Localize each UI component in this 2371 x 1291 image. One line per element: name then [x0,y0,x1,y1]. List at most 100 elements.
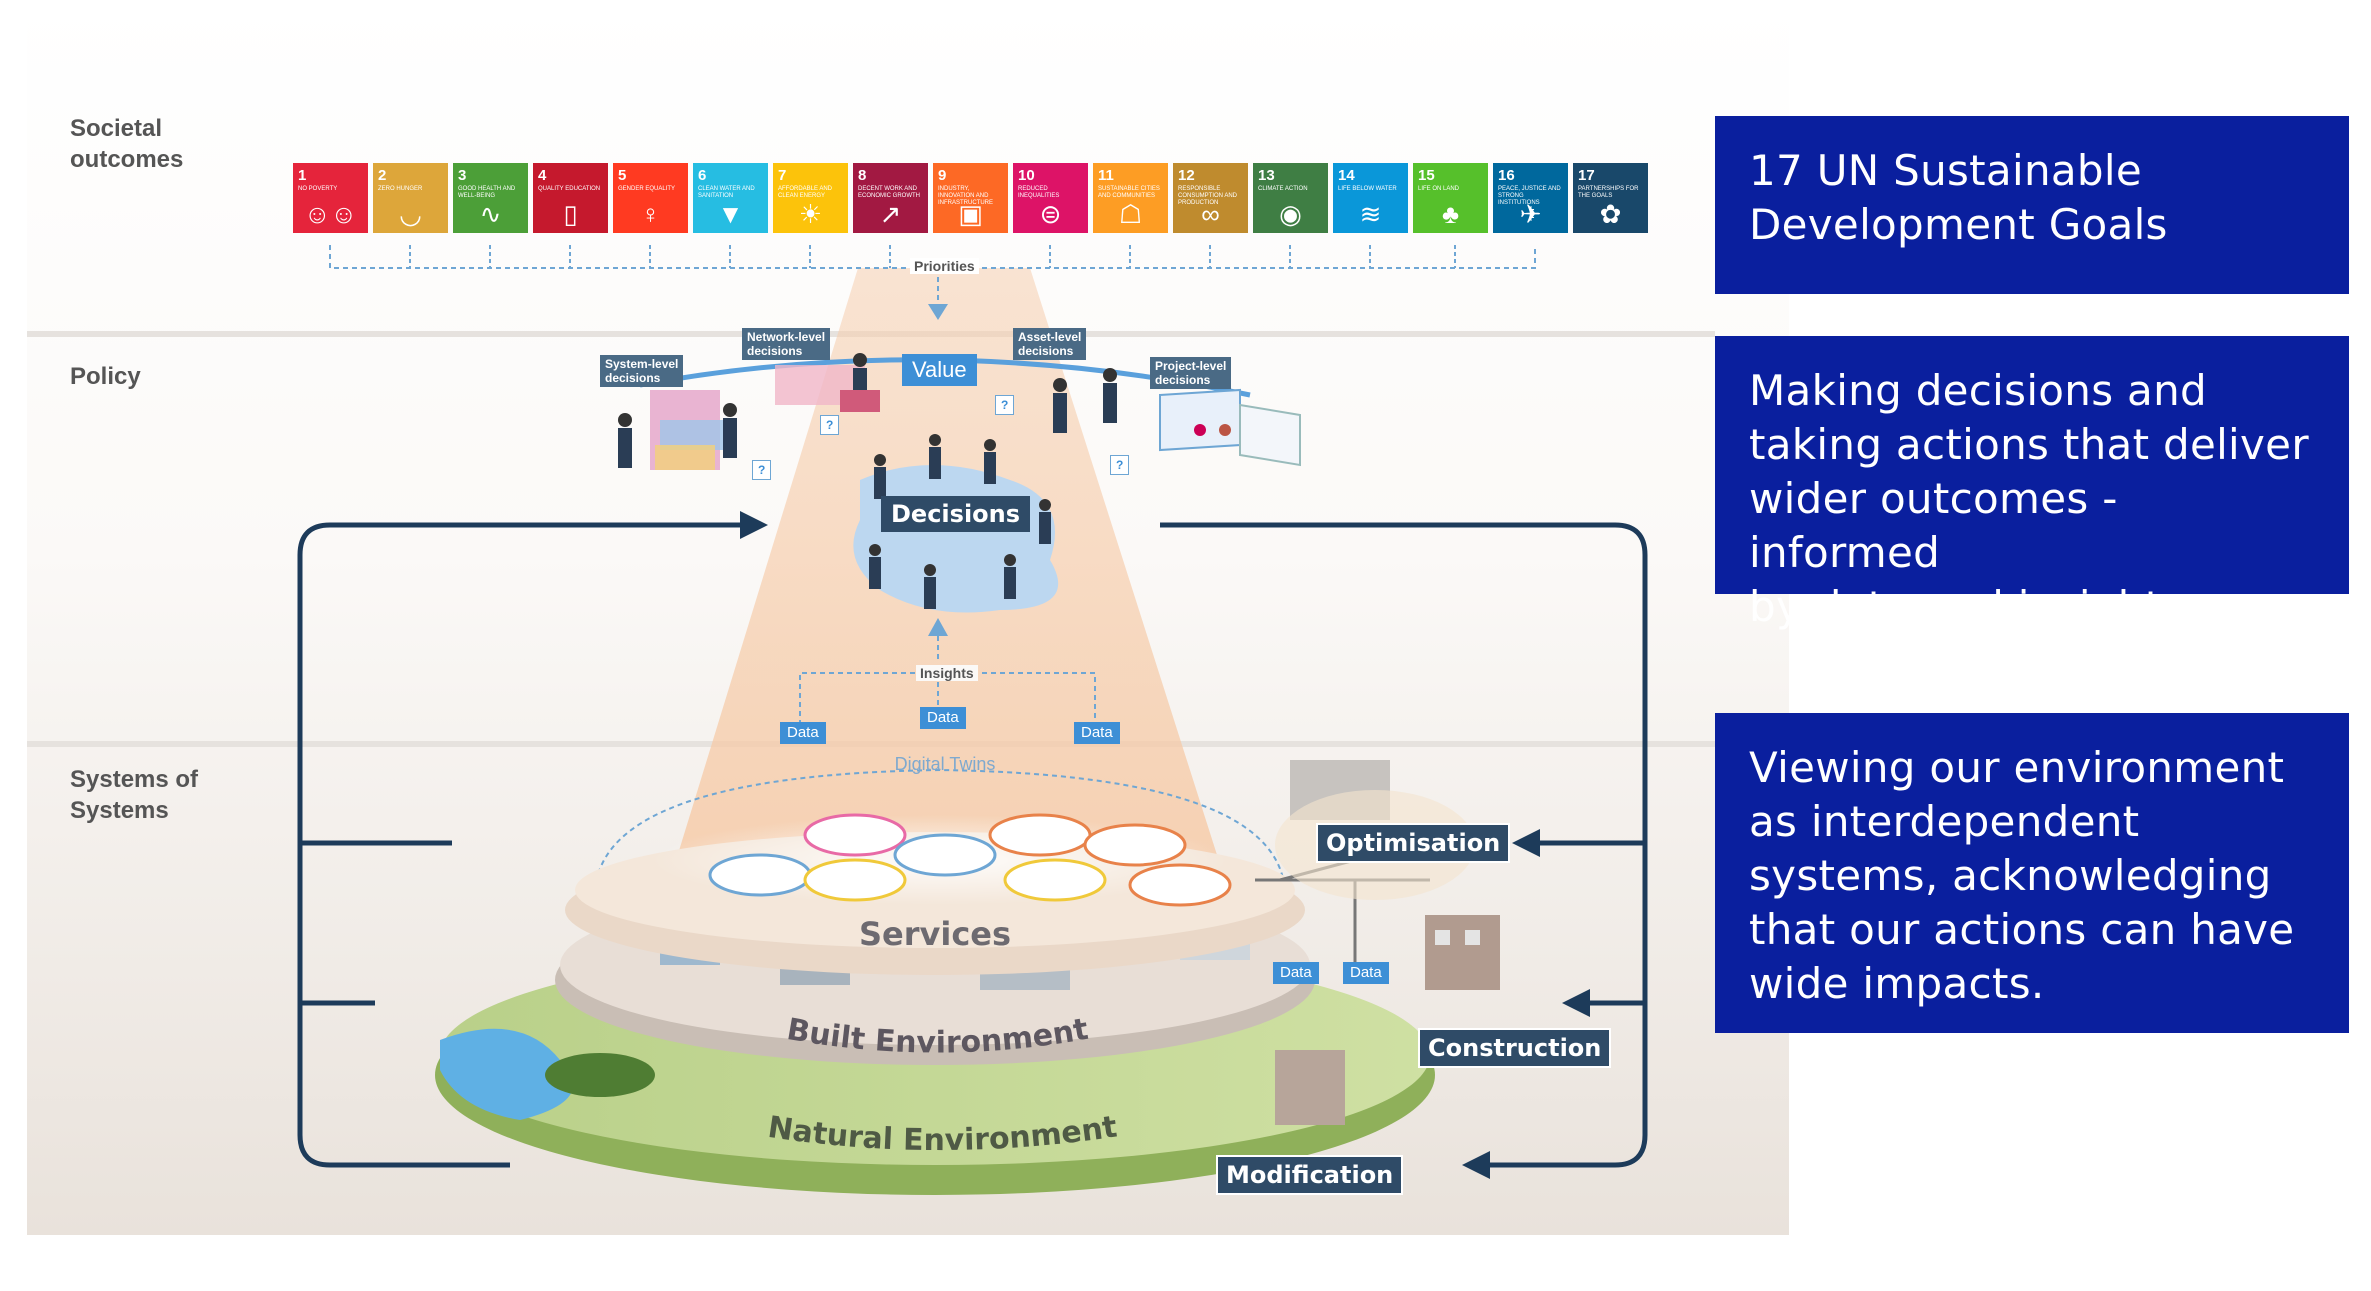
modification-arrow-icon [1462,1151,1490,1179]
sdg-title: Life below water [1338,186,1397,192]
sdg-number: 11 [1098,167,1114,184]
sdg-title: Responsible consumption and production [1178,186,1238,206]
sdg-title: Peace, justice and strong institutions [1498,186,1561,206]
project-level-illustration [1159,388,1301,467]
sdg-number: 17 [1578,167,1595,184]
optimisation-arrow-icon [1512,829,1540,857]
insights-label: Insights [916,665,978,681]
sdg-tile-1: 1 No poverty ☺☺ [293,163,368,233]
digital-twins-label: Digital Twins [895,754,996,774]
insights-arrow-icon [928,618,948,636]
question-bubble: ? [752,460,772,480]
data-tag-construction-2: Data [1343,962,1389,984]
infinity-icon: ∞ [1201,199,1220,229]
sdg-number: 9 [938,167,947,184]
sdg-title: Partnerships for the goals [1578,186,1639,199]
bowl-icon: ◡ [399,199,422,229]
sdg-tile-9: 9Industry, innovation and infrastructure… [933,163,1008,233]
service-discs [708,813,1232,907]
digital-twins-dome [593,768,1287,901]
sdg-title: Gender equality [618,186,676,192]
book-icon: ▯ [563,199,578,229]
decisions-tag: Decisions [881,496,1031,532]
band-label-systems: Systems of Systems [70,766,199,824]
feedback-loop [297,522,1648,1168]
flower-icon: ✿ [1599,199,1622,229]
sdg-number: 12 [1178,167,1195,184]
value-tag: Value [902,354,977,386]
sdg-tile-8: 8Decent work and economic growth↗ [853,163,928,233]
tree-icon: ♣ [1441,199,1460,229]
services-label: Services [859,915,1011,953]
callout-systems: Viewing our environment as interdependen… [1715,713,2349,1033]
sdg-number: 1 [298,167,307,184]
question-bubble: ? [820,415,840,435]
system-level-illustration [618,390,737,470]
sdg-title: Zero hunger [378,186,423,192]
sdg-tile-17: 17Partnerships for the goals✿ [1573,163,1648,233]
sdg-tile-13: 13Climate action◉ [1253,163,1328,233]
modification-tag: Modification [1216,1155,1404,1195]
sdg-tile-4: 4Quality education ▯ [533,163,608,233]
sdg-number: 4 [538,167,547,184]
sdg-title: Reduced inequalities [1018,186,1060,199]
decisions-arrow-icon [740,511,768,539]
equal-icon: ⊜ [1039,199,1062,229]
sdg-ticks [409,245,1456,268]
gender-icon: ♀ [640,199,661,229]
sdg-tile-10: 10Reduced inequalities⊜ [1013,163,1088,233]
sdg-title: Sustainable cities and communities [1098,186,1160,199]
growth-chart-icon: ↗ [879,199,902,229]
priorities-label: Priorities [910,258,979,274]
sdg-title: Clean water and sanitation [698,186,755,199]
sdg-tile-3: 3Good health and well-being∿ [453,163,528,233]
network-level-illustration [775,353,880,412]
sdg-tile-16: 16Peace, justice and strong institutions… [1493,163,1568,233]
sdg-tile-2: 2Zero hunger ◡ [373,163,448,233]
heartbeat-icon: ∿ [479,199,502,229]
priorities-arrow-icon [928,304,948,320]
eye-icon: ◉ [1279,199,1302,229]
sdg-title: Affordable and clean energy [778,186,833,199]
question-bubble: ? [1110,455,1130,475]
sdg-title: No poverty [298,186,338,192]
cubes-icon: ▣ [958,199,983,229]
sdg-tile-12: 12Responsible consumption and production… [1173,163,1248,233]
sdg-number: 13 [1258,167,1275,184]
construction-arrow-icon [1562,989,1590,1017]
sdg-number: 8 [858,167,867,184]
network-level-tag: Network-level decisions [742,328,831,360]
sdg-number: 7 [778,167,787,184]
water-drop-icon: ▼ [717,199,744,229]
construction-tag: Construction [1418,1028,1612,1068]
sdg-title: Decent work and economic growth [858,186,920,199]
sdg-number: 2 [378,167,387,184]
sdg-tile-6: 6Clean water and sanitation▼ [693,163,768,233]
sun-icon: ☀ [798,199,823,229]
callout-decisions: Making decisions and taking actions that… [1715,336,2349,631]
sdg-title: Quality education [538,186,601,192]
sdg-number: 16 [1498,167,1515,184]
sdg-tile-11: 11Sustainable cities and communities☖ [1093,163,1168,233]
band-label-policy: Policy [70,363,141,390]
city-icon: ☖ [1118,199,1143,229]
sdg-number: 3 [458,167,467,184]
sdg-title: Industry, innovation and infrastructure [938,186,993,206]
asset-level-tag: Asset-level decisions [1013,328,1087,360]
dove-icon: ✈ [1519,199,1542,229]
system-level-tag: System-level decisions [600,355,684,387]
fish-icon: ≋ [1359,199,1382,229]
asset-level-illustration [1053,368,1117,433]
sdg-number: 14 [1338,167,1355,184]
sdg-title: Good health and well-being [458,186,516,199]
people-icon: ☺☺ [303,199,358,229]
sdg-number: 10 [1018,167,1035,184]
sdg-tile-15: 15Life on land♣ [1413,163,1488,233]
data-tag-construction-1: Data [1273,962,1319,984]
sdg-number: 5 [618,167,627,184]
optimisation-tag: Optimisation [1316,823,1511,863]
sdg-tile-7: 7Affordable and clean energy☀ [773,163,848,233]
question-bubble: ? [995,395,1015,415]
sdg-tile-14: 14Life below water ≋ [1333,163,1408,233]
sdg-number: 15 [1418,167,1435,184]
